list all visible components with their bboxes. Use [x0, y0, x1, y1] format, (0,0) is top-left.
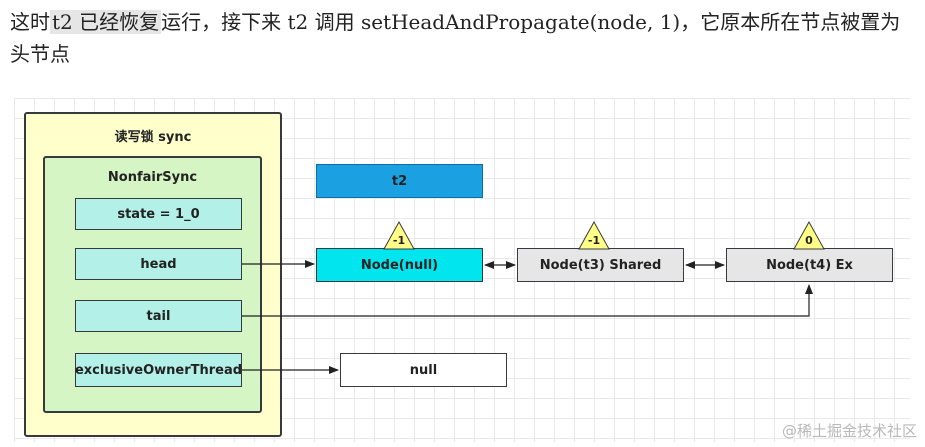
watermark: @稀土掘金技术社区 — [781, 422, 917, 440]
badge-node-t3: -1 — [578, 220, 610, 250]
node-t4: Node(t4) Ex — [726, 248, 893, 282]
intro-highlight: t2 已经恢复 — [50, 10, 162, 34]
intro-text-1: 这时 — [10, 10, 50, 34]
state-field: state = 1_0 — [75, 198, 242, 230]
head-field: head — [75, 248, 242, 280]
tail-field: tail — [75, 300, 242, 332]
sync-label: 读写锁 sync — [114, 130, 192, 145]
state-field-label: state = 1_0 — [117, 206, 200, 222]
null-box: null — [340, 353, 507, 387]
tail-field-label: tail — [146, 308, 171, 324]
node-null-label: Node(null) — [360, 257, 439, 273]
owner-thread-field: exclusiveOwnerThread — [75, 353, 242, 387]
owner-thread-field-label: exclusiveOwnerThread — [74, 362, 243, 378]
tail-to-node-t4-arrow — [242, 284, 813, 317]
nonfair-sync-label: NonfairSync — [107, 170, 198, 185]
thread-t2-box: t2 — [316, 164, 483, 198]
null-box-label: null — [409, 362, 438, 378]
badge-node-t3-text: -1 — [588, 234, 600, 247]
badge-node-null: -1 — [383, 220, 415, 250]
node-t4-label: Node(t4) Ex — [766, 257, 853, 273]
badge-node-null-text: -1 — [393, 234, 405, 247]
intro-text-2: 运行，接下来 t2 调用 setHeadAndPropagate(node, 1… — [10, 10, 901, 66]
node-null: Node(null) — [316, 248, 483, 282]
node-t3-label: Node(t3) Shared — [539, 257, 662, 273]
badge-node-t4: 0 — [793, 220, 825, 250]
badge-node-t4-text: 0 — [805, 234, 813, 247]
thread-t2-label: t2 — [391, 173, 408, 189]
head-field-label: head — [140, 256, 177, 272]
